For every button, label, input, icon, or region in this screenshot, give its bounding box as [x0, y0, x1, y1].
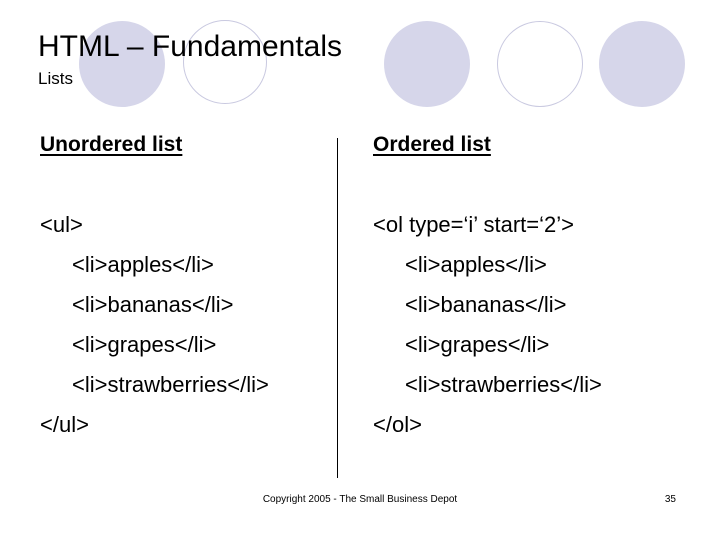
- page-subtitle: Lists: [38, 69, 73, 88]
- code-line: <ol type=‘i’ start=‘2’>: [373, 212, 574, 237]
- code-line: </ul>: [40, 412, 89, 437]
- code-line: </ol>: [373, 412, 422, 437]
- column-ordered-list: Ordered list <ol type=‘i’ start=‘2’> <li>…: [373, 133, 693, 445]
- code-line: <li>grapes</li>: [72, 332, 217, 357]
- heading-ordered-list: Ordered list: [373, 133, 491, 156]
- code-line: <ul>: [40, 212, 83, 237]
- code-line: <li>strawberries</li>: [72, 372, 269, 397]
- heading-unordered-list: Unordered list: [40, 133, 183, 156]
- footer-copyright: Copyright 2005 - The Small Business Depo…: [262, 494, 458, 505]
- code-line: <li>apples</li>: [405, 252, 547, 277]
- page-title: HTML – Fundamentals: [38, 30, 343, 63]
- footer-page-number: 35: [664, 494, 676, 505]
- code-block-ordered-list: <ol type=‘i’ start=‘2’> <li>apples</li> <l…: [373, 205, 693, 445]
- title-block: HTML – Fundamentals Lists: [38, 30, 658, 90]
- code-line: <li>bananas</li>: [405, 292, 567, 317]
- code-line: <li>bananas</li>: [72, 292, 234, 317]
- code-block-unordered-list: <ul> <li>apples</li> <li>bananas</li> <li>g…: [40, 205, 325, 445]
- code-line: <li>apples</li>: [72, 252, 214, 277]
- code-line: <li>strawberries</li>: [405, 372, 602, 397]
- column-divider: [337, 138, 338, 478]
- code-line: <li>grapes</li>: [405, 332, 550, 357]
- column-unordered-list: Unordered list <ul> <li>apples</li> <li>ba…: [40, 133, 325, 445]
